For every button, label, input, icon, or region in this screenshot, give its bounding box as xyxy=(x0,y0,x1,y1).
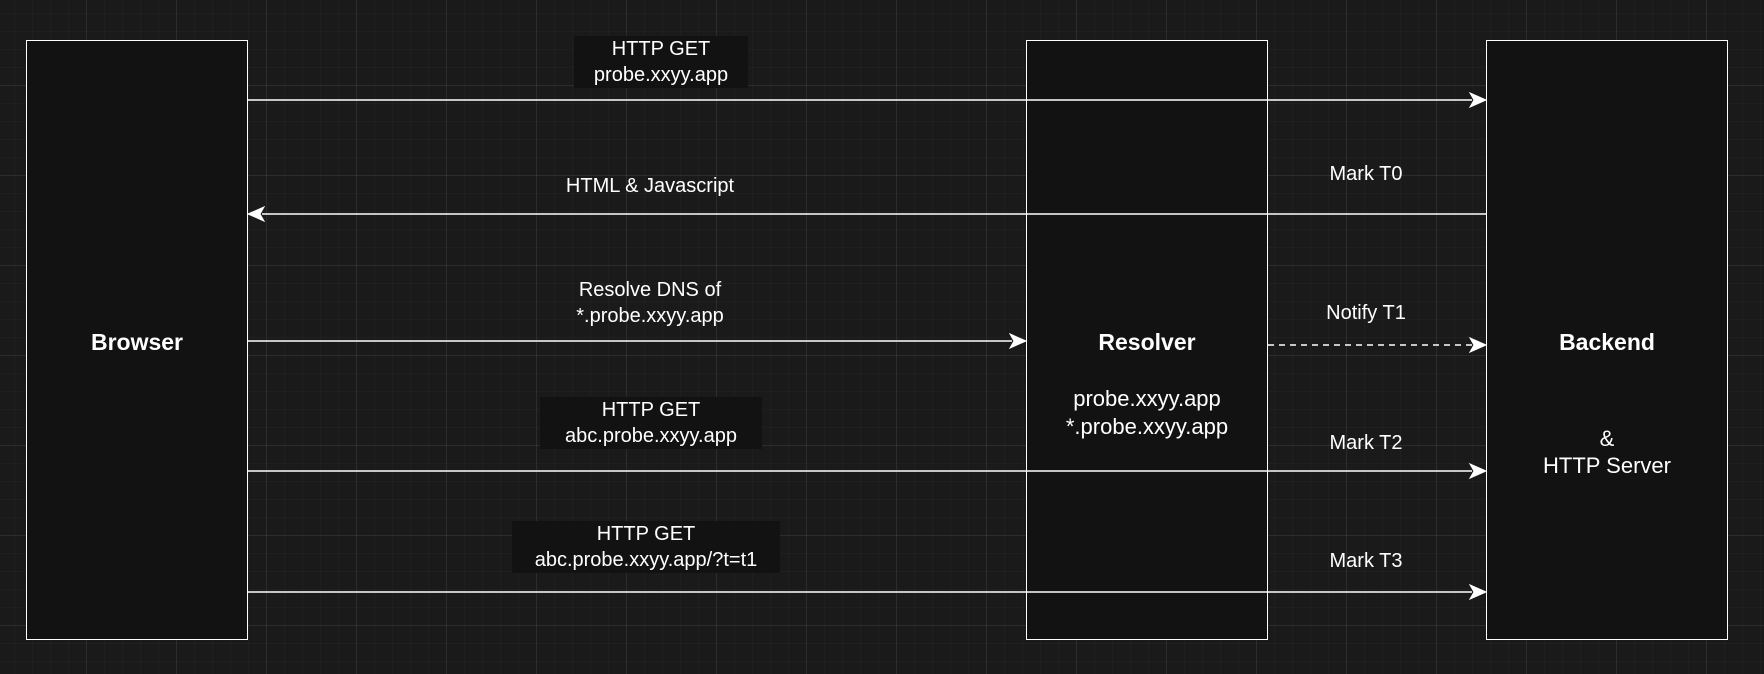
backend-ampersand: & xyxy=(1599,426,1615,451)
resolver-domain-1: probe.xxyy.app xyxy=(1073,386,1221,411)
mark-t0-label: Mark T0 xyxy=(1329,163,1403,185)
message-5-line2: abc.probe.xxyy.app xyxy=(565,425,737,447)
message-1-line2: probe.xxyy.app xyxy=(593,64,729,86)
message-3-line1: Resolve DNS of xyxy=(578,279,722,301)
message-label-http-get-probe: HTTP GET probe.xxyy.app xyxy=(574,36,748,88)
message-1-line1: HTTP GET xyxy=(611,38,711,60)
message-label-resolve-dns: Resolve DNS of *.probe.xxyy.app xyxy=(530,277,770,329)
backend-http-server: HTTP Server xyxy=(1543,453,1671,478)
message-label-html-js: HTML & Javascript xyxy=(520,173,780,199)
message-3-line2: *.probe.xxyy.app xyxy=(576,305,724,327)
arrowhead-http-get-abc xyxy=(1468,462,1488,480)
backend-box: Backend & HTTP Server xyxy=(1486,40,1728,640)
message-2-line1: HTML & Javascript xyxy=(565,175,735,197)
arrowhead-http-get-abc-t1 xyxy=(1468,583,1488,601)
mark-t2-label: Mark T2 xyxy=(1329,432,1403,454)
browser-title: Browser xyxy=(90,329,184,355)
message-6-line1: HTTP GET xyxy=(596,523,696,545)
arrowhead-html-js xyxy=(246,205,266,223)
resolver-box: Resolver probe.xxyy.app *.probe.xxyy.app xyxy=(1026,40,1268,640)
resolver-title: Resolver xyxy=(1098,329,1196,355)
message-label-http-get-abc: HTTP GET abc.probe.xxyy.app xyxy=(540,397,762,449)
message-5-line1: HTTP GET xyxy=(601,399,701,421)
arrowhead-http-get-probe xyxy=(1468,91,1488,109)
browser-box: Browser xyxy=(26,40,248,640)
message-4-line1: Notify T1 xyxy=(1326,302,1406,324)
message-6-line2: abc.probe.xxyy.app/?t=t1 xyxy=(534,549,758,571)
arrowhead-notify-t1 xyxy=(1468,336,1488,354)
arrowhead-resolve-dns xyxy=(1008,332,1028,350)
mark-t3-label: Mark T3 xyxy=(1329,550,1403,572)
message-label-notify-t1: Notify T1 xyxy=(1306,300,1426,326)
message-label-http-get-abc-t1: HTTP GET abc.probe.xxyy.app/?t=t1 xyxy=(512,521,780,573)
backend-title: Backend xyxy=(1559,329,1655,355)
resolver-domain-2: *.probe.xxyy.app xyxy=(1065,414,1229,439)
